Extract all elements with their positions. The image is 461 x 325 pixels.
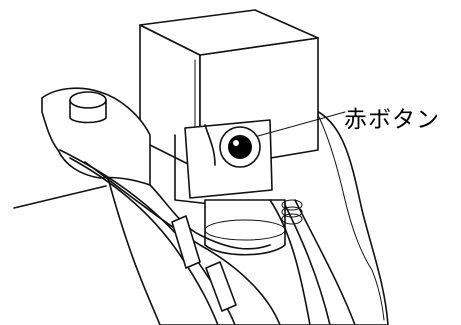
red-button-label: 赤ボタン xyxy=(344,107,440,133)
red-button-highlight xyxy=(233,140,239,146)
lower-cylinder xyxy=(204,199,286,256)
top-box-top xyxy=(139,9,319,56)
cable-coil-3 xyxy=(281,213,303,225)
leader-line xyxy=(257,111,346,137)
left-cylinder-body xyxy=(69,99,107,124)
connector-sleeve-2 xyxy=(205,261,237,312)
cable-coil-1 xyxy=(281,199,303,211)
cable-loop xyxy=(149,184,271,250)
cable-2 xyxy=(69,157,219,325)
cable-3 xyxy=(84,161,281,325)
housing-edge xyxy=(317,114,385,321)
connector-sleeve-1 xyxy=(171,215,201,269)
cable-5 xyxy=(284,204,331,325)
cable-coil-2 xyxy=(281,206,303,218)
left-cylinder-top xyxy=(69,91,107,109)
cable-4 xyxy=(269,199,311,325)
mount-detail xyxy=(204,124,216,166)
table-edge xyxy=(13,185,107,209)
red-button xyxy=(228,135,252,159)
left-arm xyxy=(41,87,151,186)
